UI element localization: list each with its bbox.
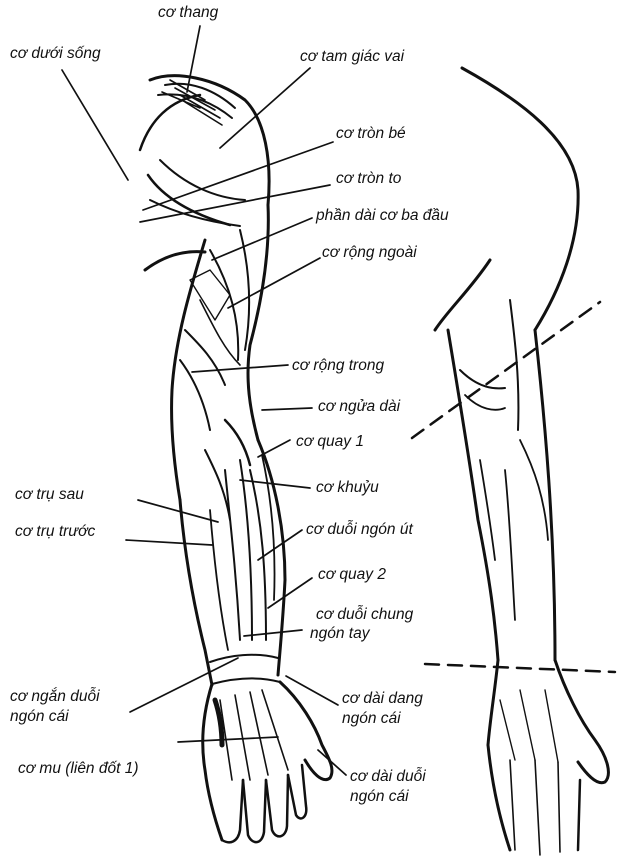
label-extensor-digitorum-line2: ngón tay <box>310 625 369 643</box>
label-teres-major: cơ tròn to <box>336 170 401 188</box>
label-ulnar-anterior: cơ trụ trước <box>15 523 95 541</box>
label-extensor-digiti-minimi: cơ duỗi ngón út <box>306 521 413 539</box>
label-radial-2: cơ quay 2 <box>318 566 386 584</box>
label-brachioradialis: cơ ngửa dài <box>318 398 400 416</box>
label-triceps-long-head: phần dài cơ ba đầu <box>316 207 449 225</box>
label-abductor-pollicis-longus-line2: ngón cái <box>342 710 401 728</box>
label-teres-minor: cơ tròn bé <box>336 125 406 143</box>
label-extensor-pollicis-brevis-line2: ngón cái <box>10 708 69 726</box>
label-extensor-digitorum-line1: cơ duỗi chung <box>316 606 413 624</box>
label-extensor-pollicis-longus-line1: cơ dài duỗi <box>350 768 426 786</box>
label-vastus-medialis: cơ rộng trong <box>292 357 384 375</box>
label-anconeus: cơ khuỷu <box>316 479 379 497</box>
label-abductor-pollicis-longus-line1: cơ dài dang <box>342 690 423 708</box>
label-ulnar-posterior: cơ trụ sau <box>15 486 84 504</box>
leader-lines <box>62 26 346 775</box>
label-radial-1: cơ quay 1 <box>296 433 364 451</box>
label-extensor-pollicis-brevis-line1: cơ ngắn duỗi <box>10 688 100 706</box>
label-vastus-lateralis: cơ rộng ngoài <box>322 244 417 262</box>
label-infraspinatus: cơ dưới sống <box>10 45 101 63</box>
label-dorsal-interosseous: cơ mu (liên đốt 1) <box>18 760 139 778</box>
outline-arm-drawing <box>412 68 615 855</box>
label-extensor-pollicis-longus-line2: ngón cái <box>350 788 409 806</box>
label-deltoid: cơ tam giác vai <box>300 48 404 66</box>
label-trapezius: cơ thang <box>158 4 218 22</box>
